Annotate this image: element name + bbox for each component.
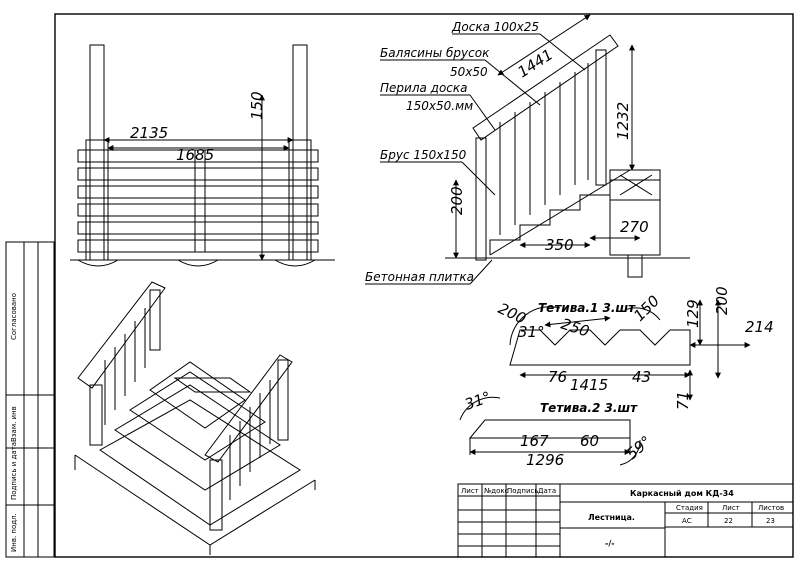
label-balusters: Балясины брусок xyxy=(380,46,490,60)
front-dim-inner: 1685 xyxy=(176,146,214,164)
s2-dim-c: 60 xyxy=(580,432,599,450)
stamp-inv: Инв. подл. xyxy=(10,513,18,552)
s2-dim-b: 167 xyxy=(520,432,549,450)
side-dim-tread: 270 xyxy=(620,218,649,236)
tb-dash: -/- xyxy=(605,539,615,548)
s2-dim-total: 1296 xyxy=(526,451,564,469)
isometric-view xyxy=(74,281,316,555)
sheet-frame xyxy=(54,13,794,558)
tb-stage-label: Стадия xyxy=(676,504,703,512)
tb-header-sign: Подпись xyxy=(507,487,539,495)
s1-dim-h: 76 xyxy=(548,368,567,386)
s1-dim-e: 129 xyxy=(684,299,702,328)
s1-dim-j: 71 xyxy=(674,391,692,410)
tb-sheets-label: Листов xyxy=(758,504,784,512)
s2-dim-a: 31° xyxy=(462,388,493,414)
tb-header-doc: №докс xyxy=(484,487,509,495)
label-slab: Бетонная плитка xyxy=(365,270,474,284)
s1-dim-d: 150 xyxy=(630,292,663,325)
s1-dim-total: 1415 xyxy=(570,376,608,394)
stamp-agreed: Согласовано xyxy=(10,293,18,340)
label-balusters-size: 50x50 xyxy=(450,65,488,79)
stringer-1-drawing xyxy=(509,299,751,401)
label-railing: Перила доска xyxy=(380,81,468,95)
label-beam: Брус 150x150 xyxy=(380,148,467,162)
s1-dim-f: 200 xyxy=(713,286,731,315)
front-dim-total: 2135 xyxy=(130,124,168,142)
side-stamp xyxy=(5,241,55,558)
tb-stage: АС xyxy=(682,517,692,525)
side-view xyxy=(365,14,690,285)
front-dim-post: 150 xyxy=(248,91,266,120)
label-railing-size: 150x50.мм xyxy=(406,99,473,113)
stringer-2-title: Тетива.2 3.шт xyxy=(540,401,638,415)
side-dim-base: 200 xyxy=(448,186,466,215)
s1-dim-g: 214 xyxy=(745,318,774,336)
s1-dim-i: 43 xyxy=(632,368,651,386)
stringer-2-drawing xyxy=(459,396,641,466)
label-board: Доска 100x25 xyxy=(451,20,539,34)
tb-sheet-name: Лестница. xyxy=(588,513,635,522)
front-view xyxy=(70,44,335,267)
tb-sheet-no: 22 xyxy=(724,517,733,525)
stringer-1-title: Тетива.1 3.шт xyxy=(538,301,636,315)
stamp-replace: Взам. инв xyxy=(10,406,18,442)
tb-project: Каркасный дом КД-34 xyxy=(630,489,734,498)
stamp-sign: Подпись и дата xyxy=(10,442,18,500)
s2-dim-d: 59° xyxy=(623,432,655,463)
side-dim-height: 1232 xyxy=(614,102,632,140)
side-dim-step: 350 xyxy=(545,236,574,254)
s1-dim-b: 31° xyxy=(518,323,545,341)
tb-sheet-label: Лист xyxy=(722,504,740,512)
title-block xyxy=(457,483,794,558)
tb-header-date: Дата xyxy=(538,487,556,495)
tb-sheets-total: 23 xyxy=(766,517,775,525)
tb-header-sheet: Лист xyxy=(461,487,479,495)
